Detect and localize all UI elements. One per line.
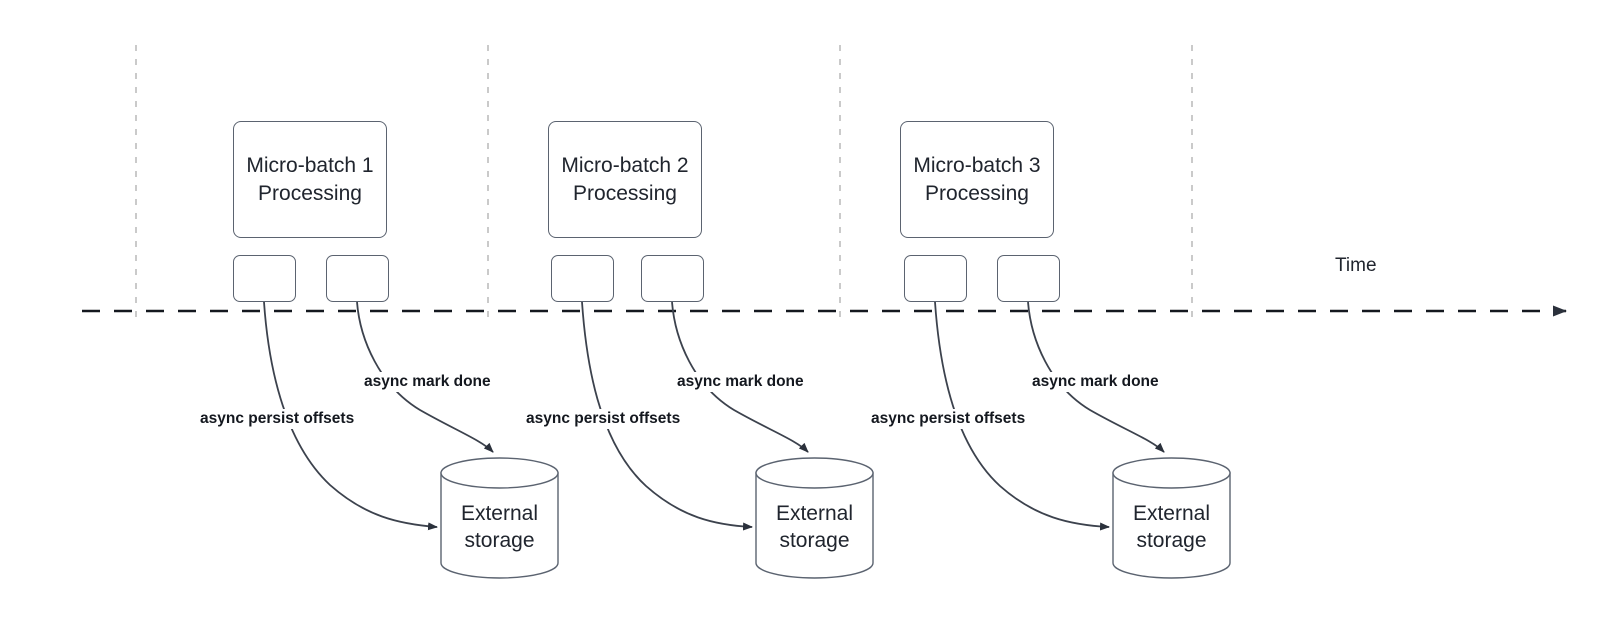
micro-batch-1-title-line2: Processing	[258, 181, 362, 205]
tick-box-2a[interactable]	[551, 255, 614, 302]
edge-persist-offsets-3-label: async persist offsets	[869, 409, 1028, 429]
guide-lines	[135, 45, 1193, 322]
tick-box-3b[interactable]	[997, 255, 1060, 302]
micro-batch-2-title-line2: Processing	[573, 181, 677, 205]
micro-batch-2-box[interactable]: Micro-batch 2 Processing	[548, 121, 702, 238]
edge-mark-done-3-path	[1027, 301, 1165, 453]
micro-batch-3-title-line1: Micro-batch 3	[913, 153, 1041, 177]
time-axis-label: Time	[1335, 255, 1377, 276]
micro-batch-3-title-line2: Processing	[925, 181, 1029, 205]
edge-persist-offsets-1-path	[263, 301, 438, 531]
edge-mark-done-1-label: async mark done	[362, 372, 493, 392]
edge-mark-done-1-path	[356, 301, 494, 453]
micro-batch-2-title: Micro-batch 2 Processing	[561, 152, 688, 208]
edge-persist-offsets-1-label: async persist offsets	[198, 409, 357, 429]
micro-batch-1-box[interactable]: Micro-batch 1 Processing	[233, 121, 387, 238]
tick-box-3a[interactable]	[904, 255, 967, 302]
external-storage-3-shape	[1112, 457, 1231, 579]
micro-batch-3-box[interactable]: Micro-batch 3 Processing	[900, 121, 1054, 238]
micro-batch-1-title: Micro-batch 1 Processing	[246, 152, 373, 208]
edge-mark-done-3-label: async mark done	[1030, 372, 1161, 392]
edge-persist-offsets-2-path	[581, 301, 753, 531]
tick-box-2b[interactable]	[641, 255, 704, 302]
micro-batch-3-title: Micro-batch 3 Processing	[913, 152, 1040, 208]
connector-curves	[263, 301, 1165, 531]
edge-mark-done-2-label: async mark done	[675, 372, 806, 392]
tick-box-1a[interactable]	[233, 255, 296, 302]
edge-persist-offsets-3-path	[934, 301, 1110, 531]
micro-batch-2-title-line1: Micro-batch 2	[561, 153, 689, 177]
tick-box-1b[interactable]	[326, 255, 389, 302]
external-storage-1-shape	[440, 457, 559, 579]
storage-cylinders	[440, 457, 1231, 579]
edge-mark-done-2-path	[671, 301, 809, 453]
external-storage-2-shape	[755, 457, 874, 579]
micro-batch-1-title-line1: Micro-batch 1	[246, 153, 374, 177]
edge-persist-offsets-2-label: async persist offsets	[524, 409, 683, 429]
